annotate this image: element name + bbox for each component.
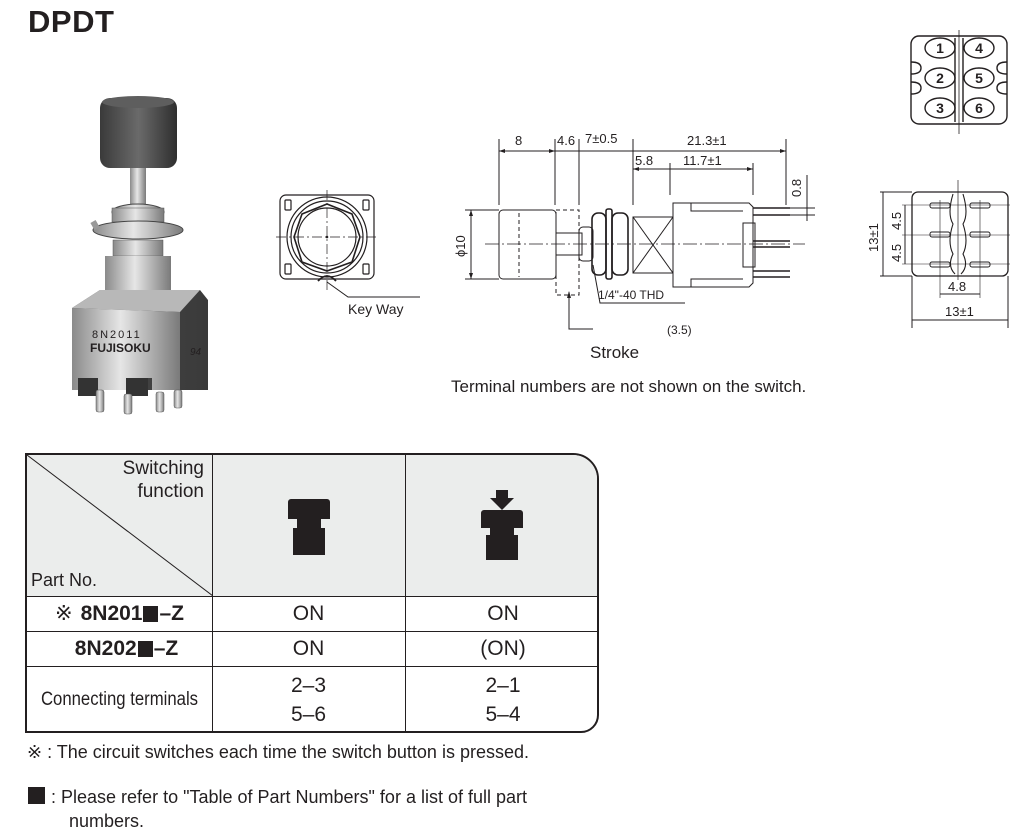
- plunger: [130, 168, 146, 208]
- dim-gap: 4.6: [557, 133, 575, 148]
- dim-bushing: 5.8: [635, 153, 653, 168]
- page-title: DPDT: [28, 4, 115, 39]
- dim-housing: 11.7±1: [683, 153, 722, 168]
- thread-label: 1/4"-40 THD: [598, 288, 664, 302]
- dim-diameter: ϕ10: [453, 235, 468, 257]
- part-suffix: –Z: [153, 636, 179, 660]
- cell-8n201-pressed: ON: [487, 601, 519, 625]
- cell-8n201-released: ON: [292, 601, 325, 625]
- header-part-no: Part No.: [31, 570, 98, 590]
- terminal-pins: [95, 389, 183, 415]
- terminal-pair: 2–3: [290, 673, 327, 697]
- terminal-arrangement-diagram: 1 2 3 4 5 6: [910, 30, 1008, 134]
- part-prefix: 8N202: [74, 636, 137, 660]
- stroke-value: (3.5): [667, 323, 692, 337]
- table-row-part-8n202: 8N202 –Z: [41, 631, 212, 666]
- footnote-part-numbers-text: Please refer to "Table of Part Numbers" …: [61, 787, 527, 807]
- terminal-5: 5: [975, 70, 983, 86]
- terminal-note: Terminal numbers are not shown on the sw…: [451, 377, 807, 396]
- dim-row-spacing: 4.8: [948, 279, 966, 294]
- dim-cap-length: 8: [515, 133, 522, 148]
- footnote-part-numbers-text-cont: numbers.: [69, 811, 145, 831]
- terminal-3: 3: [936, 100, 944, 116]
- dim-height: 13±1: [866, 223, 881, 252]
- cell-8n202-pressed: (ON): [480, 636, 526, 660]
- footnote-toggle: ※ : The circuit switches each time the s…: [27, 742, 529, 762]
- table-row-part-8n201: ※ 8N201 –Z: [27, 596, 212, 631]
- header-switching-line2: function: [137, 481, 204, 502]
- marking-side: 94: [190, 347, 202, 358]
- product-photo: 8N2011 FUJISOKU 94: [72, 96, 208, 415]
- switch-pressed-icon: [481, 490, 523, 560]
- cell-connecting-released: 2–3 5–6: [212, 666, 405, 731]
- terminal-1: 1: [936, 40, 944, 56]
- switch-body: 8N2011 FUJISOKU 94: [72, 290, 208, 396]
- footnote-part-numbers: : Please refer to "Table of Part Numbers…: [27, 785, 527, 833]
- press-arrow-icon: [490, 490, 514, 510]
- dim-width: 13±1: [945, 304, 974, 319]
- placeholder-square-icon: [28, 787, 45, 804]
- header-diagonal: [27, 455, 213, 596]
- marking-brand: FUJISOKU: [90, 341, 151, 355]
- dim-pitch-bottom: 4.5: [889, 244, 904, 262]
- dim-pitch-top: 4.5: [889, 212, 904, 230]
- side-view-drawing: 8 4.6 7±0.5 21.3±1 5.8 11.7±1 0.8 ϕ10 1/…: [453, 131, 815, 362]
- part-suffix: –Z: [159, 601, 184, 625]
- cell-connecting-pressed: 2–1 5–4: [405, 666, 597, 731]
- connecting-terminals-label: Connecting terminals: [40, 688, 199, 710]
- cell-8n202-released: ON: [292, 636, 325, 660]
- bottom-view-drawing: 13±1 4.5 4.5 4.8 13±1: [866, 180, 1010, 328]
- placeholder-square-icon: [143, 605, 159, 622]
- switch-cap: [100, 96, 177, 168]
- terminal-pair: 5–6: [290, 702, 327, 726]
- stroke-label: Stroke: [590, 343, 639, 362]
- toggle-mark: ※: [54, 602, 73, 625]
- placeholder-square-icon: [137, 640, 153, 657]
- key-way-label: Key Way: [348, 301, 404, 317]
- terminal-pair: 5–4: [485, 702, 521, 726]
- washer: [92, 220, 184, 240]
- toggle-mark: ※: [27, 742, 43, 762]
- header-switching-line1: Switching: [122, 458, 204, 479]
- switching-function-table: Switching function Part No. ※ 8N201 –Z ON…: [25, 453, 599, 733]
- header-switching-function: Switching function: [123, 457, 204, 503]
- part-prefix: 8N201: [80, 601, 143, 625]
- dim-travel: 7±0.5: [585, 131, 617, 146]
- front-view-drawing: Key Way: [276, 190, 420, 317]
- dim-body-total: 21.3±1: [687, 133, 727, 148]
- terminal-6: 6: [975, 100, 983, 116]
- terminal-2: 2: [936, 70, 944, 86]
- terminal-4: 4: [975, 40, 983, 56]
- marking-model: 8N2011: [92, 329, 142, 341]
- terminal-pair: 2–1: [485, 673, 521, 697]
- footnote-toggle-text: The circuit switches each time the switc…: [56, 742, 529, 762]
- dim-terminal-thickness: 0.8: [789, 179, 804, 197]
- switch-released-icon: [288, 499, 330, 555]
